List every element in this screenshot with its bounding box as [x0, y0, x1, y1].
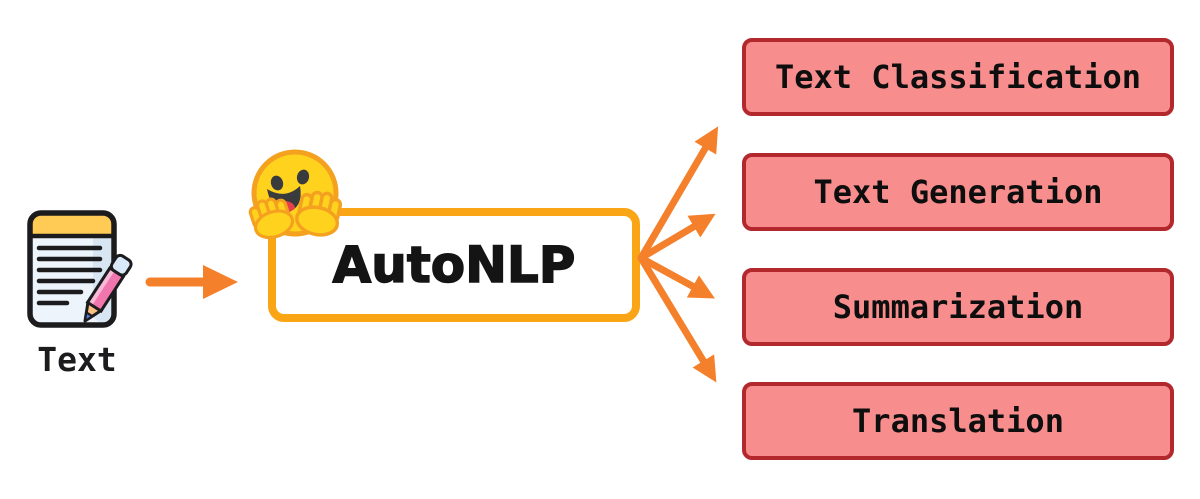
output-box-translation: Translation: [742, 382, 1174, 460]
fan-arrow-text-generation: [637, 213, 716, 262]
hugging-face-icon: [248, 149, 343, 240]
note-lines: [36, 245, 103, 306]
fan-arrow-summarization: [637, 254, 716, 299]
output-box-text-classification: Text Classification: [742, 38, 1174, 116]
hub-label: AutoNLP: [332, 235, 576, 295]
output-label: Translation: [852, 402, 1064, 440]
fan-arrows: [637, 126, 719, 383]
emoji-right-hand: [295, 190, 343, 237]
output-label: Text Generation: [813, 173, 1103, 211]
emoji-left-hand: [248, 197, 295, 240]
input-label: Text: [37, 340, 117, 379]
fan-arrow-translation: [637, 254, 717, 383]
pencil: [83, 253, 133, 323]
output-box-text-generation: Text Generation: [742, 153, 1174, 231]
autonlp-box: AutoNLP: [268, 208, 640, 322]
memo-icon: [27, 210, 133, 328]
fan-arrow-text-classification: [637, 126, 719, 262]
output-box-summarization: Summarization: [742, 268, 1174, 346]
output-label: Summarization: [832, 288, 1084, 326]
input-arrow: [145, 265, 238, 299]
output-label: Text Classification: [774, 58, 1142, 96]
